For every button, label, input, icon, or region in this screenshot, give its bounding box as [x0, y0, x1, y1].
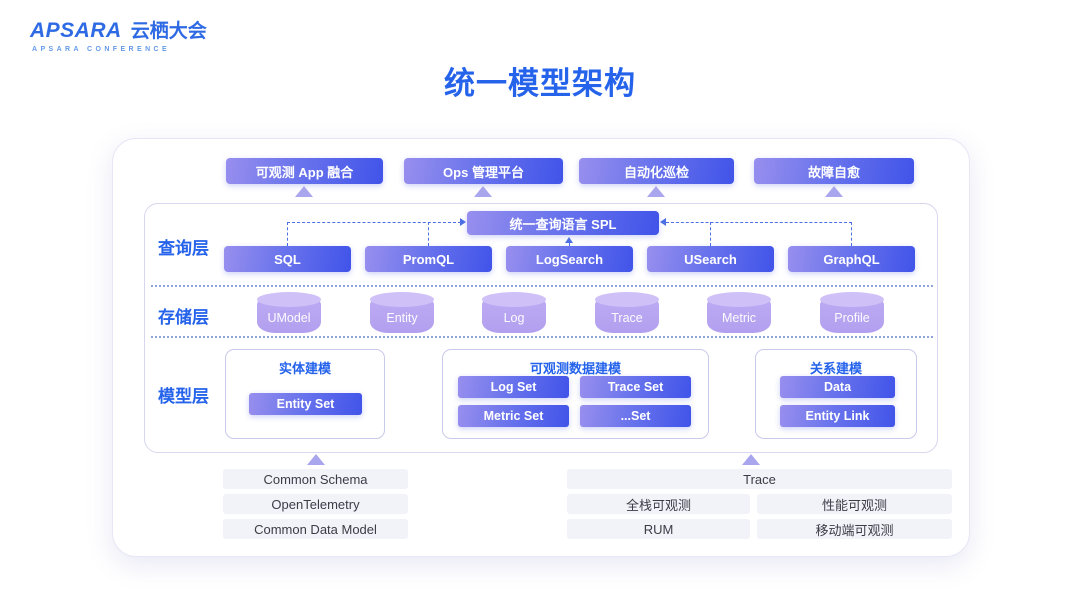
database-cylinder-icon: Trace [595, 292, 659, 333]
store-label-umodel: UModel [267, 311, 311, 325]
triangle-up-icon [825, 186, 843, 197]
logo-brand-cn: 云栖大会 [130, 21, 207, 42]
engine-button-graphql: GraphQL [788, 246, 915, 272]
spl-button: 统一查询语言 SPL [467, 211, 659, 235]
triangle-up-icon [295, 186, 313, 197]
model-item-entity-set: Entity Set [249, 393, 362, 415]
model-group-entity: 实体建模 Entity Set [225, 349, 385, 439]
model-layer-label: 模型层 [158, 387, 209, 406]
logo-subtitle: APSARA CONFERENCE [32, 46, 171, 53]
architecture-card: 可观测 App 融合 Ops 管理平台 自动化巡检 故障自愈 查询层 统一查询语… [112, 138, 970, 557]
logo-brand: APSARA [30, 19, 122, 42]
source-rum: RUM [567, 519, 750, 539]
apsara-logo: APSARA 云栖大会 APSARA CONFERENCE [30, 16, 207, 53]
connector-line [666, 222, 852, 223]
engine-button-promql: PromQL [365, 246, 492, 272]
triangle-up-icon [307, 454, 325, 465]
store-label-profile: Profile [834, 311, 870, 325]
engine-button-logsearch: LogSearch [506, 246, 633, 272]
arrow-up-icon [565, 237, 573, 243]
triangle-up-icon [474, 186, 492, 197]
store-label-log: Log [503, 311, 525, 325]
database-cylinder-icon: UModel [257, 292, 321, 333]
cylinder-top [257, 292, 321, 307]
store-label-metric: Metric [721, 311, 757, 325]
layers-card: 查询层 统一查询语言 SPL SQL PromQL LogSearch USea… [144, 203, 938, 453]
layer-divider [151, 336, 933, 338]
standard-common-data-model: Common Data Model [223, 519, 408, 539]
database-cylinder-icon: Metric [707, 292, 771, 333]
connector-line [287, 222, 461, 223]
arrow-right-icon [460, 218, 466, 226]
page-title: 统一模型架构 [444, 66, 636, 101]
store-label-trace: Trace [611, 311, 643, 325]
source-mobile-observable: 移动端可观测 [757, 519, 952, 539]
model-item-trace-set: Trace Set [580, 376, 691, 398]
model-item-entity-link: Entity Link [780, 405, 895, 427]
layer-divider [151, 285, 933, 287]
model-item-log-set: Log Set [458, 376, 569, 398]
model-group-relation: 关系建模 Data Entity Link [755, 349, 917, 439]
storage-layer-label: 存储层 [158, 308, 209, 327]
database-cylinder-icon: Profile [820, 292, 884, 333]
cylinder-top [707, 292, 771, 307]
engine-button-usearch: USearch [647, 246, 774, 272]
database-cylinder-icon: Log [482, 292, 546, 333]
model-item-ellipsis-set: ...Set [580, 405, 691, 427]
cylinder-top [482, 292, 546, 307]
source-fullstack-observable: 全栈可观测 [567, 494, 750, 514]
app-button-ops-platform: Ops 管理平台 [404, 158, 563, 184]
app-button-auto-inspection: 自动化巡检 [579, 158, 734, 184]
standard-opentelemetry: OpenTelemetry [223, 494, 408, 514]
triangle-up-icon [742, 454, 760, 465]
connector-line [710, 222, 711, 246]
cylinder-top [595, 292, 659, 307]
model-group-title: 关系建模 [809, 361, 862, 376]
connector-line [287, 222, 288, 246]
model-group-title: 可观测数据建模 [529, 361, 621, 376]
connector-line [569, 242, 570, 247]
connector-line [851, 222, 852, 246]
source-trace: Trace [567, 469, 952, 489]
store-label-entity: Entity [386, 311, 418, 325]
engine-button-sql: SQL [224, 246, 351, 272]
model-group-title: 实体建模 [278, 361, 331, 376]
arrow-left-icon [660, 218, 666, 226]
cylinder-top [370, 292, 434, 307]
cylinder-top [820, 292, 884, 307]
source-performance-observable: 性能可观测 [757, 494, 952, 514]
app-button-observable-app: 可观测 App 融合 [226, 158, 383, 184]
database-cylinder-icon: Entity [370, 292, 434, 333]
model-item-metric-set: Metric Set [458, 405, 569, 427]
connector-line [428, 222, 429, 246]
app-button-fault-self-healing: 故障自愈 [754, 158, 914, 184]
model-item-data: Data [780, 376, 895, 398]
model-group-observable-data: 可观测数据建模 Log Set Trace Set Metric Set ...… [442, 349, 709, 439]
standard-common-schema: Common Schema [223, 469, 408, 489]
query-layer-label: 查询层 [158, 239, 209, 258]
triangle-up-icon [647, 186, 665, 197]
